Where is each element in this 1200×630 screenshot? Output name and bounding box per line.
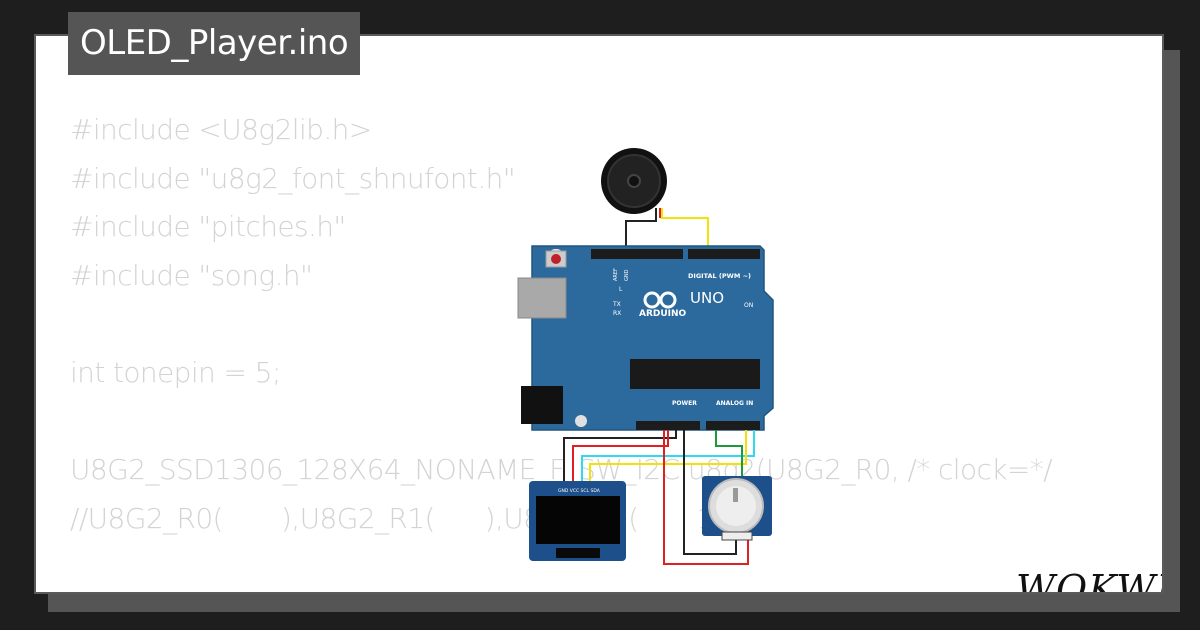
code-line: #include "u8g2_font_shnufont.h": [70, 161, 516, 195]
wire-pot-vcc: [663, 430, 749, 565]
code-line: #include "song.h": [70, 258, 313, 292]
project-title: OLED_Player.ino: [68, 12, 361, 75]
l-label: L: [619, 286, 623, 293]
code-line: #include "pitches.h": [70, 210, 346, 244]
power-jack: [521, 386, 563, 424]
on-label: ON: [744, 302, 753, 309]
wire-buzzer-gnd: [625, 208, 657, 252]
code-line: #include <U8g2lib.h>: [70, 113, 372, 146]
wokwi-logo: WOKWI: [1016, 567, 1164, 594]
gnd-label: GND: [624, 269, 630, 281]
arduino-board: ARDUINO UNO DIGITAL (PWM ~) POWER ANALOG…: [517, 245, 774, 431]
oled-display: GND VCC SCL SDA: [529, 481, 626, 561]
wire-buzzer-signal: [661, 208, 709, 252]
aref-label: AREF: [613, 268, 619, 281]
tx-label: TX: [612, 301, 621, 308]
oled-pin-labels: GND VCC SCL SDA: [558, 488, 601, 494]
wire-oled-gnd: [563, 430, 677, 482]
wire-pot-gnd: [683, 430, 737, 555]
buzzer: [601, 148, 667, 214]
board-brand: ARDUINO: [639, 309, 687, 319]
circuit-diagram: ARDUINO UNO DIGITAL (PWM ~) POWER ANALOG…: [517, 148, 774, 565]
potentiometer: [702, 476, 772, 541]
digital-label: DIGITAL (PWM ~): [688, 272, 751, 280]
usb-port: [517, 277, 567, 319]
analog-label: ANALOG IN: [716, 400, 753, 407]
code-line: U8G2_SSD1306_128X64_NONAME_F_SW_I2C u8g2…: [70, 453, 1053, 487]
wire-oled-scl: [581, 430, 755, 482]
code-line: void setup(void) {: [70, 592, 1052, 593]
preview-card[interactable]: #include <U8g2lib.h> #include "u8g2_font_…: [34, 34, 1164, 594]
rx-label: RX: [613, 310, 621, 317]
wire-oled-vcc: [572, 430, 669, 482]
code-line: int tonepin = 5;: [70, 355, 281, 389]
wokwi-logo-text: WOKWI: [1016, 567, 1164, 594]
board-name: UNO: [690, 289, 724, 307]
mcu-chip: [630, 359, 760, 389]
power-label: POWER: [672, 400, 697, 407]
wire-pot-signal: [715, 430, 743, 476]
wire-oled-sda: [589, 430, 747, 482]
